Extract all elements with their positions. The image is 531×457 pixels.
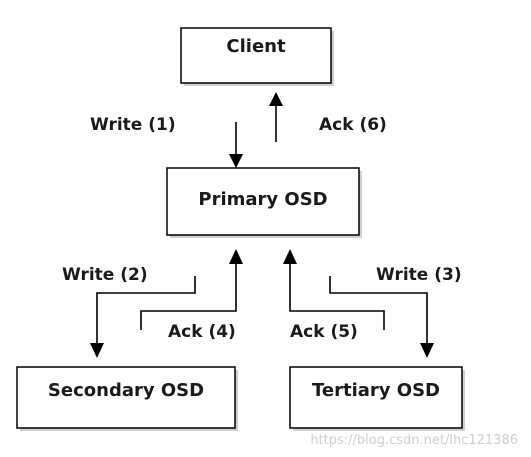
client-label: Client <box>226 36 286 57</box>
write1-arrow <box>229 122 243 168</box>
watermark-text: https://blog.csdn.net/lhc121386 <box>310 433 518 448</box>
secondary-osd-node: Secondary OSD <box>16 366 238 431</box>
ack4-arrow <box>140 249 243 330</box>
client-node: Client <box>180 27 334 86</box>
secondary-osd-label: Secondary OSD <box>48 380 204 401</box>
write3-label: Write (3) <box>376 265 462 285</box>
write2-label: Write (2) <box>62 265 148 285</box>
ack5-label: Ack (5) <box>290 322 358 342</box>
primary-osd-label: Primary OSD <box>198 189 327 210</box>
ack6-label: Ack (6) <box>319 115 387 135</box>
write2-arrow <box>90 276 196 358</box>
primary-osd-node: Primary OSD <box>166 167 362 238</box>
tertiary-osd-label: Tertiary OSD <box>312 380 440 401</box>
write1-label: Write (1) <box>90 115 176 135</box>
tertiary-osd-node: Tertiary OSD <box>289 366 465 431</box>
write3-arrow <box>329 276 434 358</box>
ack5-arrow <box>283 249 385 330</box>
ack6-arrow <box>269 92 283 142</box>
ack4-label: Ack (4) <box>168 322 236 342</box>
